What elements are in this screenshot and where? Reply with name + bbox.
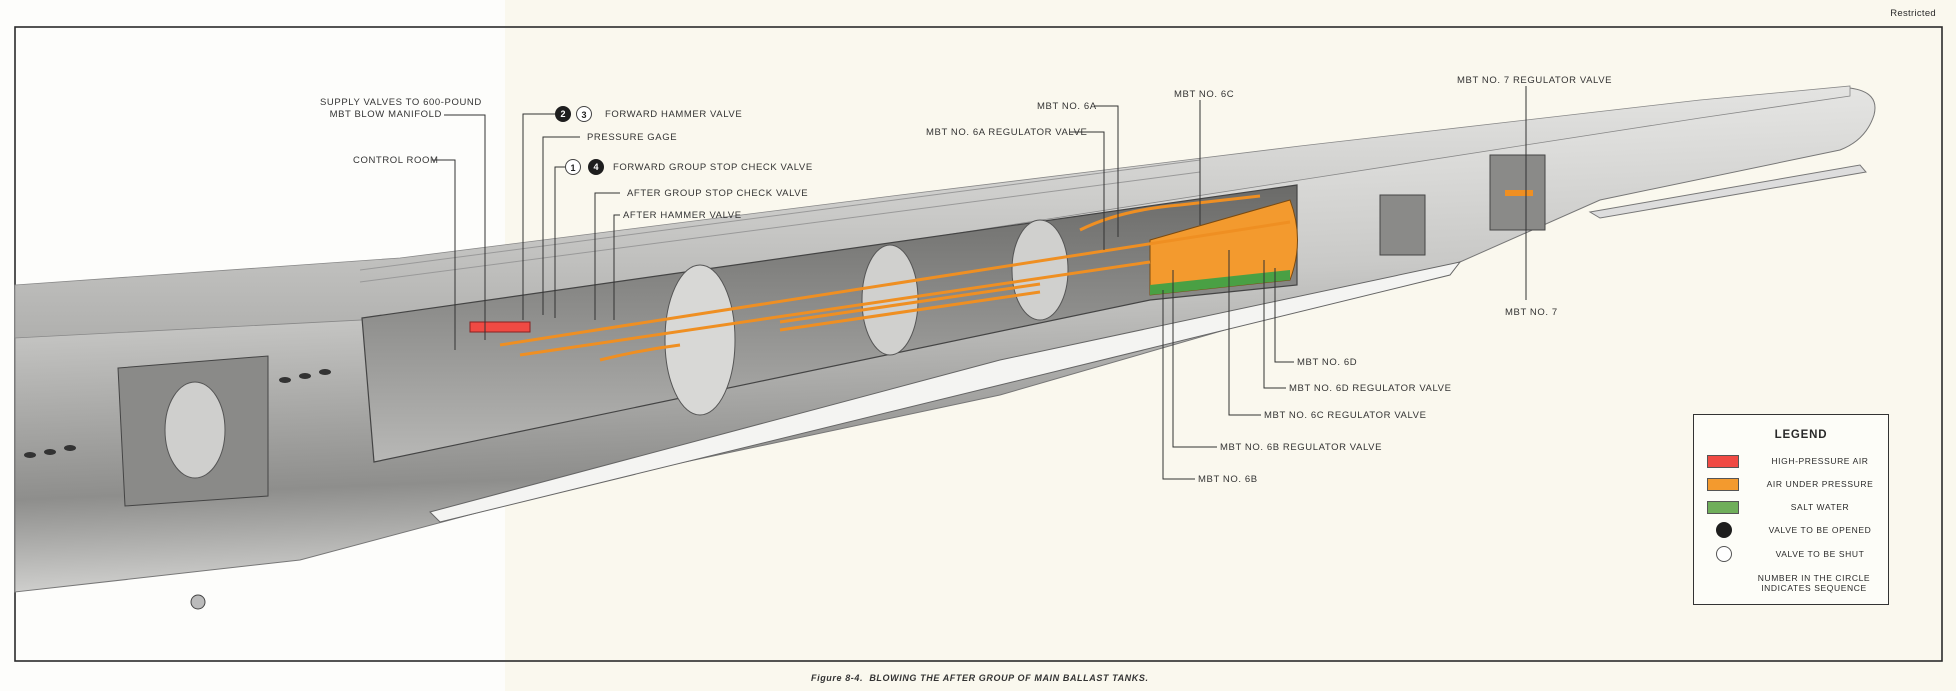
label-mbt-6c-regulator: MBT NO. 6C REGULATOR VALVE <box>1264 410 1427 421</box>
label-control-room: CONTROL ROOM <box>353 155 439 166</box>
bulkhead <box>1011 219 1069 321</box>
legend: LEGEND HIGH-PRESSURE AIR AIR UNDER PRESS… <box>1693 414 1889 605</box>
label-forward-hammer-valve: FORWARD HAMMER VALVE <box>605 109 743 120</box>
legend-title: LEGEND <box>1774 429 1828 441</box>
air-pipes <box>499 194 1291 362</box>
label-pressure-gage: PRESSURE GAGE <box>587 132 678 143</box>
figure-number: Figure 8-4. <box>811 673 864 683</box>
label-mbt-7: MBT NO. 7 <box>1505 307 1558 318</box>
leader-lines <box>432 86 1527 480</box>
label-forward-group-stop-check-valve: FORWARD GROUP STOP CHECK VALVE <box>613 162 813 173</box>
deck-railing <box>359 159 1201 283</box>
label-mbt-7-regulator: MBT NO. 7 REGULATOR VALVE <box>1457 75 1613 86</box>
bulkhead <box>664 264 736 416</box>
high-pressure-air-swatch <box>1707 455 1739 468</box>
label-after-hammer-valve: AFTER HAMMER VALVE <box>623 210 742 221</box>
valve-open-icon <box>1716 522 1732 538</box>
legend-item: VALVE TO BE SHUT <box>1694 546 1888 564</box>
legend-item: HIGH-PRESSURE AIR <box>1694 453 1888 471</box>
legend-note: NUMBER IN THE CIRCLE INDICATES SEQUENCE <box>1694 570 1888 594</box>
valve-shut-icon: 3 <box>576 106 592 122</box>
legend-label: VALVE TO BE SHUT <box>1775 549 1865 559</box>
valve-shut-icon <box>1716 546 1732 562</box>
label-after-group-stop-check-valve: AFTER GROUP STOP CHECK VALVE <box>627 188 809 199</box>
keel <box>429 261 1462 523</box>
valve-open-icon: 4 <box>588 159 604 175</box>
high-pressure-air-manifold <box>469 321 531 333</box>
bow-plane <box>1588 164 1867 219</box>
ballast-tank-water <box>1150 270 1290 295</box>
label-mbt-6a-regulator: MBT NO. 6A REGULATOR VALVE <box>926 127 1088 138</box>
figure-caption: Figure 8-4. BLOWING THE AFTER GROUP OF M… <box>811 673 1149 683</box>
legend-label: HIGH-PRESSURE AIR <box>1771 456 1869 466</box>
label-mbt-6a: MBT NO. 6A <box>1037 101 1097 112</box>
legend-label: SALT WATER <box>1790 502 1850 512</box>
legend-note-text: NUMBER IN THE CIRCLE INDICATES SEQUENCE <box>1757 573 1871 593</box>
label-mbt-6c: MBT NO. 6C <box>1174 89 1235 100</box>
ballast-tank-air <box>1149 199 1298 296</box>
label-mbt-6b: MBT NO. 6B <box>1198 474 1258 485</box>
legend-label: VALVE TO BE OPENED <box>1768 525 1872 535</box>
valve-shut-icon: 1 <box>565 159 581 175</box>
restricted-marking: Restricted <box>1890 8 1936 19</box>
legend-item: AIR UNDER PRESSURE <box>1694 476 1888 494</box>
label-mbt-6b-regulator: MBT NO. 6B REGULATOR VALVE <box>1220 442 1383 453</box>
valve-open-icon: 2 <box>555 106 571 122</box>
salt-water-swatch <box>1707 501 1739 514</box>
legend-item: SALT WATER <box>1694 499 1888 517</box>
figure-title: BLOWING THE AFTER GROUP OF MAIN BALLAST … <box>869 673 1149 683</box>
air-under-pressure-swatch <box>1707 478 1739 491</box>
label-mbt-6d: MBT NO. 6D <box>1297 357 1358 368</box>
label-supply-valves: SUPPLY VALVES TO 600-POUND <box>320 97 482 108</box>
limber-holes <box>24 369 331 458</box>
cutaway-mbt7-access <box>1379 194 1426 256</box>
legend-item: VALVE TO BE OPENED <box>1694 522 1888 540</box>
label-mbt-6d-regulator: MBT NO. 6D REGULATOR VALVE <box>1289 383 1452 394</box>
legend-label: AIR UNDER PRESSURE <box>1766 479 1874 489</box>
label-mbt-blow-manifold: MBT BLOW MANIFOLD <box>329 109 442 120</box>
anchor <box>190 594 206 610</box>
